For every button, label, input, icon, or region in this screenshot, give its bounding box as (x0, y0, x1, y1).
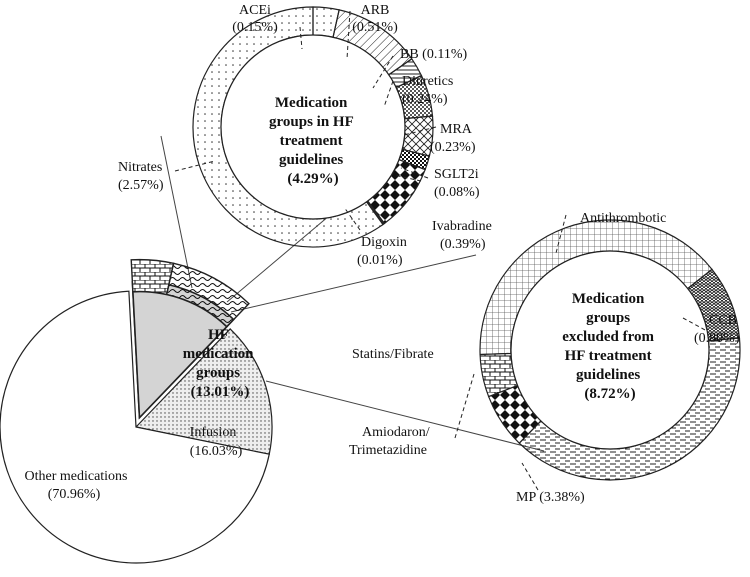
label-mra: MRA(0.23%) (430, 122, 476, 155)
leader-ivabradine (393, 174, 422, 182)
label-ivabradine: Ivabradine(0.39%) (432, 219, 492, 252)
slice-hf-medication-groups-body (132, 290, 228, 420)
leader-sglt2i (400, 167, 429, 179)
center-label-guidelines: Medication groups in HF treatment guidel… (269, 95, 357, 187)
leader-mp (521, 462, 539, 491)
leader-acei (299, 26, 303, 50)
label-statins: Statins/Fibrate (352, 347, 434, 362)
slice-other-medications (0, 290, 270, 564)
label-leader-lines (174, 10, 708, 491)
label-amiodaron: Amiodaron/Trimetazidine (349, 425, 430, 458)
leader-ccb (682, 317, 708, 332)
leader-diuretics (383, 80, 394, 108)
donut-hole (510, 250, 710, 450)
center-label-excluded: Medication groups excluded from HF treat… (562, 291, 658, 402)
donut-hole (220, 34, 406, 220)
main-pie (0, 258, 273, 564)
label-infusion: Infusion(16.03%) (190, 425, 243, 459)
label-arb: ARB(0.51%) (352, 3, 398, 35)
connector-line-top-left (160, 135, 193, 289)
center-label-hf-groups: HF medication groups (13.01%) (183, 327, 258, 400)
connector-line-right-bottom (265, 380, 545, 452)
label-bb: BB (0.11%) (400, 47, 467, 62)
slice-labels: ACEi(0.15%) ARB(0.51%) BB (0.11%) Diuret… (24, 3, 739, 505)
label-diuretics: Diuretics(0.24%) (402, 74, 453, 107)
connector-line-right-top (230, 254, 477, 313)
leader-arb (346, 10, 351, 60)
label-digoxin: Digoxin(0.01%) (357, 235, 407, 268)
label-ccb: CCB(0.80%) (694, 313, 740, 346)
label-sglt2i: SGLT2i(0.08%) (434, 167, 480, 200)
label-nitrates: Nitrates(2.57%) (118, 160, 164, 193)
donut-in-guidelines (192, 6, 434, 248)
leader-digoxin (343, 206, 361, 231)
leader-mra (403, 126, 437, 136)
label-other-medications: Other medications(70.96%) (24, 469, 127, 502)
slice-infusion (134, 328, 273, 455)
label-mp: MP (3.38%) (516, 490, 585, 505)
label-acei: ACEi(0.15%) (232, 3, 278, 35)
label-antithrombotic: Antithrombotic (580, 211, 666, 226)
leader-amiodaron (454, 373, 475, 439)
leader-bb (372, 55, 394, 89)
donut-excluded-from-guidelines (479, 219, 741, 481)
